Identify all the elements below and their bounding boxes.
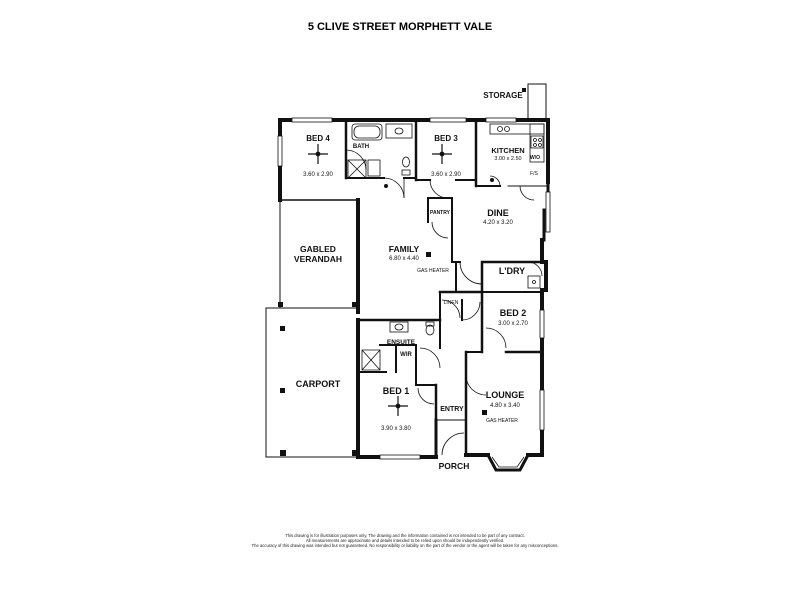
room-bed3-name: BED 3: [434, 134, 458, 143]
disclaimer-line: The accuracy of this drawing was intende…: [251, 543, 559, 548]
room-linen-name: LINEN: [444, 300, 459, 306]
plan-title: 5 CLIVE STREET MORPHETT VALE: [308, 21, 492, 33]
room-dine-dims: 4.20 x 3.20: [483, 220, 513, 226]
room-pantry-name: PANTRY: [430, 210, 451, 216]
room-porch-name: PORCH: [439, 461, 470, 471]
room-bed4-name: BED 4: [306, 134, 330, 143]
doors: [345, 149, 543, 456]
room-wir-name: WIR: [400, 352, 412, 358]
room-family-name: FAMILY: [389, 244, 420, 254]
room-kitchen-name: KITCHEN: [491, 146, 524, 155]
room-storage-name: STORAGE: [483, 91, 523, 100]
room-lounge-name: LOUNGE: [486, 390, 525, 400]
bay-window: [486, 454, 530, 472]
room-bed2-dims: 3.00 x 2.70: [498, 321, 528, 327]
room-lounge-dims: 4.80 x 3.40: [490, 403, 520, 409]
room-bed1-name: BED 1: [383, 386, 410, 396]
room-bed3-dims: 3.60 x 2.90: [431, 172, 461, 178]
room-verandah-name: VERANDAH: [294, 254, 342, 264]
windows: [277, 117, 551, 460]
room-kitchen-dims: 3.00 x 2.50: [494, 156, 521, 162]
room-carport-name: CARPORT: [296, 379, 341, 389]
room-bed1-dims: 3.90 x 3.80: [381, 426, 411, 432]
room-gasheater-lounge: GAS HEATER: [486, 418, 518, 424]
room-ensuite-name: ENSUITE: [387, 339, 416, 346]
room-fs-name: F/S: [530, 171, 538, 177]
walls: [265, 83, 550, 459]
disclaimer: This drawing is for illustration purpose…: [240, 533, 570, 548]
disclaimer-line: All measurements are approximate and det…: [305, 538, 505, 543]
fixtures: [347, 123, 545, 371]
disclaimer-line: This drawing is for illustration purpose…: [285, 533, 525, 538]
room-bed4-dims: 3.60 x 2.90: [303, 172, 333, 178]
room-entry-name: ENTRY: [440, 406, 464, 413]
ceiling-fans: [308, 144, 452, 416]
room-gabled-name: GABLED: [300, 244, 336, 254]
room-dine-name: DINE: [487, 208, 509, 218]
room-labels: STORAGE BED 4 3.60 x 2.90 BATH BED 3 3.6…: [294, 91, 540, 471]
room-gasheater-family: GAS HEATER: [417, 268, 449, 274]
room-family-dims: 6.80 x 4.40: [389, 256, 419, 262]
room-bed2-name: BED 2: [500, 308, 527, 318]
markers: [278, 88, 526, 456]
room-bath-name: BATH: [353, 144, 369, 150]
room-ldry-name: L'DRY: [499, 266, 525, 276]
room-wo-name: W/O: [530, 155, 540, 161]
